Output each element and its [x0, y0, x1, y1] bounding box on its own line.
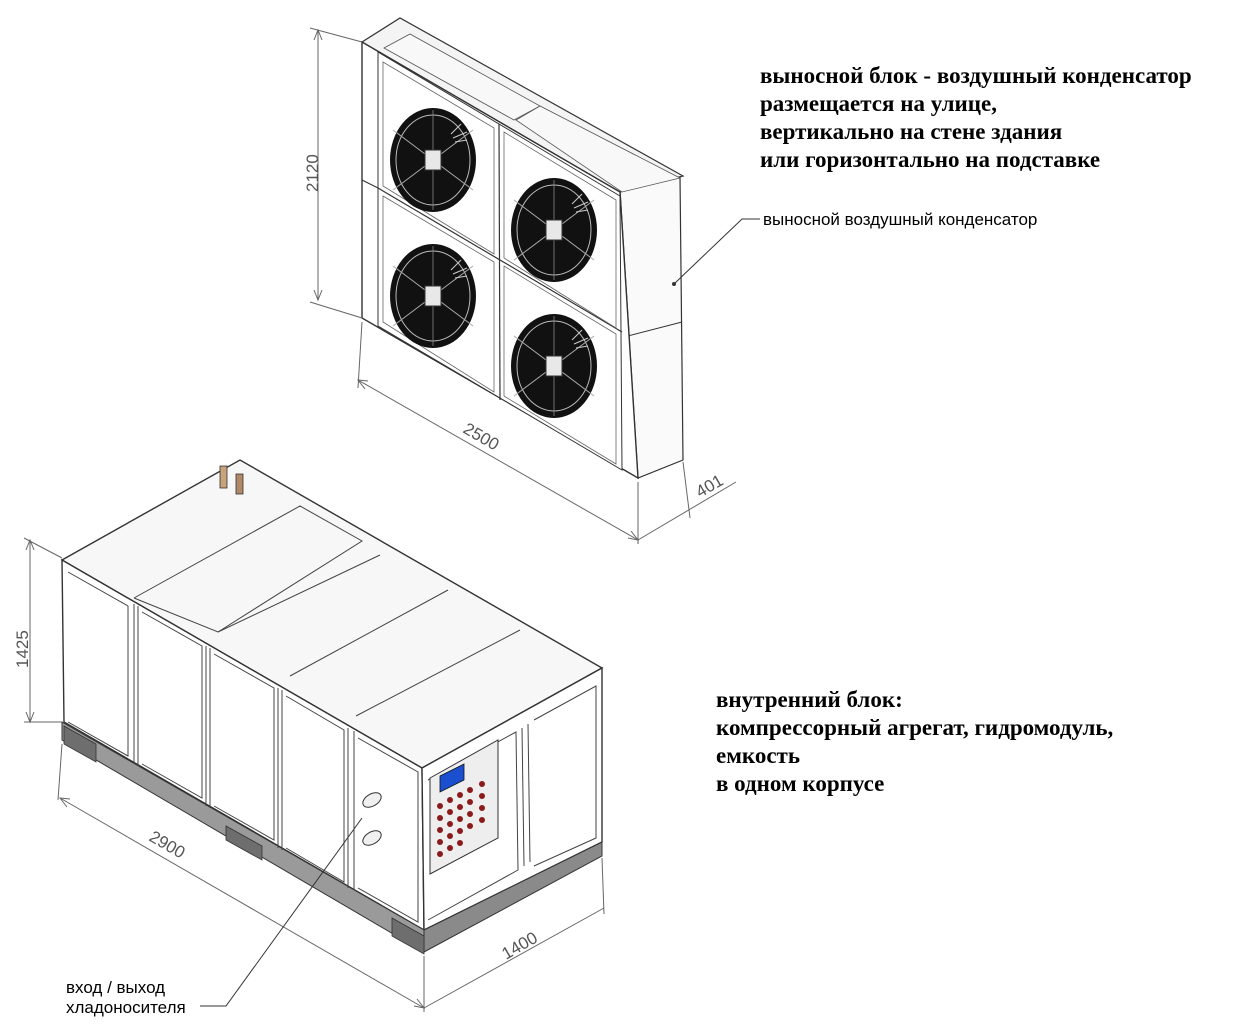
note-line: внутренний блок: [716, 687, 903, 712]
note-line: или горизонтально на подставке [760, 147, 1101, 172]
inlet-outlet-label: вход / выход хладоносителя [66, 978, 186, 1018]
outdoor-condenser [360, 17, 685, 480]
dim-condenser-height: 2120 [303, 154, 322, 192]
fan-icon [389, 243, 477, 349]
note-line: компрессорный агрегат, гидромодуль, [716, 715, 1114, 740]
top-pipes [219, 465, 244, 495]
display-screen [439, 763, 465, 793]
dim-condenser-depth: 401 [693, 471, 727, 502]
outdoor-unit-note: выносной блок - воздушный конденсатор ра… [760, 62, 1192, 174]
dim-unit-length: 2900 [146, 827, 188, 862]
indoor-unit-note: внутренний блок: компрессорный агрегат, … [716, 686, 1113, 798]
condenser-label: выносной воздушный конденсатор [763, 210, 1038, 229]
fan-icon [389, 107, 477, 213]
note-line: выносной блок - воздушный конденсатор [760, 63, 1192, 88]
io-leader [200, 817, 363, 1007]
condenser-leader [673, 218, 760, 285]
dim-unit-height: 1425 [13, 630, 32, 668]
io-label-line: хладоносителя [66, 998, 186, 1017]
dim-condenser-width: 2500 [460, 419, 502, 454]
condenser-dimensions [309, 27, 737, 544]
control-buttons [437, 781, 485, 857]
dim-unit-width: 1400 [499, 928, 541, 963]
note-line: вертикально на стене здания [760, 119, 1063, 144]
unit-dimensions [23, 537, 605, 1012]
note-line: емкость [716, 743, 800, 768]
pipe-stubs [362, 792, 382, 846]
indoor-unit [60, 459, 604, 955]
fan-icon [510, 313, 598, 419]
note-line: в одном корпусе [716, 771, 885, 796]
note-line: размещается на улице, [760, 91, 997, 116]
fan-icon [510, 177, 598, 283]
io-label-line: вход / выход [66, 978, 166, 997]
